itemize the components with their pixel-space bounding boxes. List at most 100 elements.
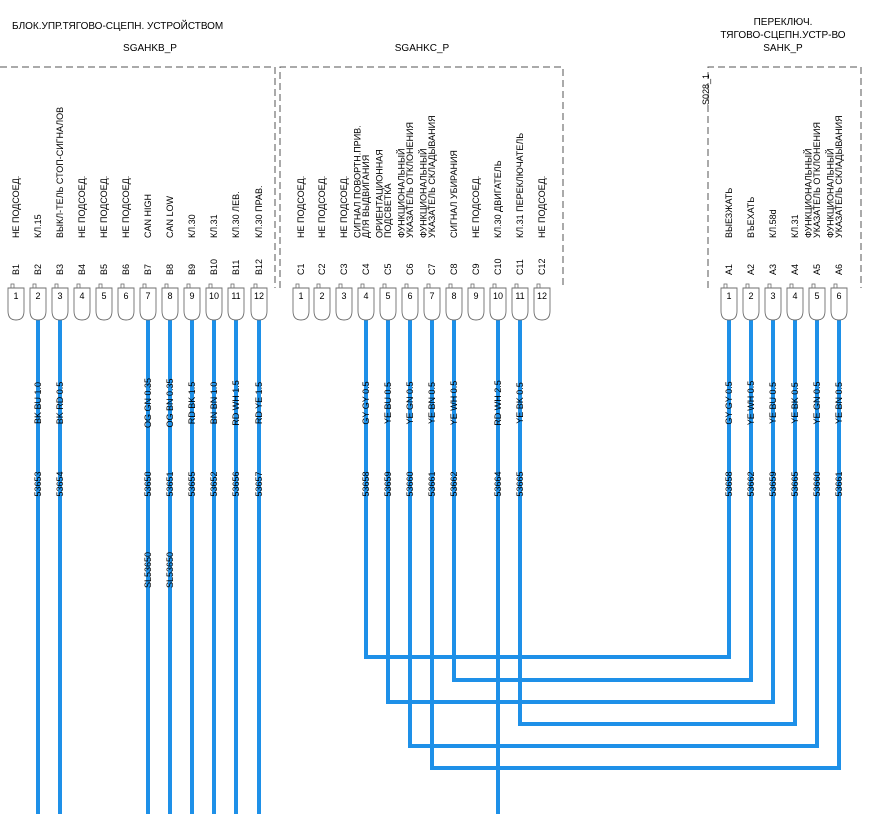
switch-title-line-2: ТЯГОВО-СЦЕПН.УСТР-ВО [720, 30, 845, 41]
splice-label-B7: SL53650 [143, 552, 153, 588]
pin-A2: 2A2 [742, 264, 760, 321]
circuit-number-C8: 53662 [449, 471, 459, 496]
pin-id: C10 [493, 258, 503, 275]
pin-label-C12: НЕ ПОДСОЕД. [537, 176, 547, 238]
wire-route-53660 [408, 312, 819, 748]
circuit-number-B10: 53652 [209, 471, 219, 496]
circuit-number-B3: 53654 [55, 471, 65, 496]
pin-number: 11 [231, 291, 240, 301]
pin-id: B12 [254, 259, 264, 275]
wire-route-53662 [452, 312, 753, 682]
circuit-number-C10: 53664 [493, 471, 503, 496]
pin-number: 6 [836, 291, 841, 301]
pin-label-C10: КЛ.30 ДВИГАТЕЛЬ [493, 160, 503, 238]
wire-spec-C8: YE WH 0.5 [449, 381, 459, 426]
pin-number: 5 [814, 291, 819, 301]
pin-id: B6 [121, 264, 131, 275]
pin-number: 10 [493, 291, 503, 301]
pin-id: C5 [383, 263, 393, 275]
pin-id: C7 [427, 263, 437, 275]
pin-label-C7: ФУНКЦИОНАЛЬНЫЙ [418, 149, 429, 238]
pin-id: A4 [790, 264, 800, 275]
pin-label-B11: КЛ.30 ЛЕВ. [231, 191, 241, 238]
circuit-number-B8: 53651 [165, 471, 175, 496]
pin-id: C1 [296, 263, 306, 275]
circuit-number-C6: 53660 [405, 471, 415, 496]
titles: БЛОК.УПР.ТЯГОВО-СЦЕПН. УСТРОЙСТВОМ SGAHK… [12, 17, 846, 54]
pin-label-B10: КЛ.31 [209, 214, 219, 238]
connector-c-outline [279, 66, 564, 288]
wire-route-53665 [518, 312, 797, 726]
wire-spec-B11: RD WH 1.5 [231, 380, 241, 426]
pin-A4: 4 A4 [786, 264, 804, 321]
pin-id: C9 [471, 263, 481, 275]
circuit-number-A2: 53662 [746, 471, 756, 496]
circuit-number-A4: 53665 [790, 471, 800, 496]
circuit-number-B11: 53656 [231, 471, 241, 496]
pin-number: 4 [363, 291, 368, 301]
pin-number: 1 [726, 291, 731, 301]
pin-id: C3 [339, 263, 349, 275]
pin-label-B12: КЛ.30 ПРАВ. [254, 185, 264, 238]
pin-number: 9 [473, 291, 478, 301]
pin-id: B1 [11, 264, 21, 275]
connector-a-outline [707, 66, 862, 288]
pin-C3: 3 C3 [335, 263, 353, 321]
pin-id: C8 [449, 263, 459, 275]
circuit-number-B12: 53657 [254, 471, 264, 496]
pin-A3: 3 A3 [764, 264, 782, 321]
connector-b-outline [0, 66, 276, 288]
pin-number: 3 [341, 291, 346, 301]
circuit-number-C7: 53661 [427, 471, 437, 496]
circuit-number-C5: 53659 [383, 471, 393, 496]
pin-id: C11 [515, 259, 525, 275]
pin-number: 12 [254, 291, 264, 301]
pin-label-B4: НЕ ПОДСОЕД. [77, 176, 87, 238]
pin-B2: 2B2 [29, 264, 47, 321]
pin-label-A3: КЛ.58d [768, 209, 778, 238]
wire-spec-C5: YE BU 0.5 [383, 382, 393, 424]
pin-label-A4: КЛ.31 [790, 214, 800, 238]
pin-C4: 4 C4 [357, 263, 375, 321]
pin-number: 6 [407, 291, 412, 301]
circuit-number-B7: 53650 [143, 471, 153, 496]
wire-spec-C11: YE BK 0.5 [515, 382, 525, 424]
pin-B7: 7B7 [139, 264, 157, 321]
pin-label-A2: ВЪЕХАТЬ [746, 197, 756, 238]
pin-B5: 5B5 [95, 264, 113, 321]
pin-id: B8 [165, 264, 175, 275]
pin-id: A5 [812, 264, 822, 275]
pin-id: B11 [231, 260, 241, 275]
pin-number: 10 [209, 291, 219, 301]
pin-label-C6: УКАЗАТЕЛЬ ОТКЛОНЕНИЯ [405, 122, 415, 238]
wire-spec-A1: GY GY 0.5 [724, 381, 734, 424]
pin-id: B2 [33, 264, 43, 275]
wire-route-53659 [386, 312, 775, 704]
pin-id: A6 [834, 264, 844, 275]
circuit-number-B9: 53655 [187, 471, 197, 496]
connector-b-title: SGAHKB_P [123, 43, 177, 54]
pin-number: 9 [189, 291, 194, 301]
circuit-number-A5: 53660 [812, 471, 822, 496]
wire-spec-B3: BK RD 0.5 [55, 382, 65, 425]
circuit-number-C11: 53665 [515, 471, 525, 496]
pin-id: B7 [143, 264, 153, 275]
pin-number: 2 [748, 291, 753, 301]
pin-B3: 3B3 [51, 264, 69, 321]
pin-label-C5: ОРИЕНТАЦИОННАЯ [375, 149, 385, 238]
wire-spec-A3: YE BU 0.5 [768, 382, 778, 424]
pin-number: 5 [101, 291, 106, 301]
pin-id: C6 [405, 263, 415, 275]
pin-id: A3 [768, 264, 778, 275]
pin-number: 4 [792, 291, 797, 301]
pin-id: C4 [361, 263, 371, 275]
pin-label-B6: НЕ ПОДСОЕД. [121, 176, 131, 238]
pin-label-C4: ДЛЯ ВЫДВИГАНИЯ [361, 155, 371, 238]
pin-label-B8: CAN LOW [165, 195, 175, 238]
pin-number: 3 [770, 291, 775, 301]
wire-spec-C4: GY GY 0.5 [361, 381, 371, 424]
